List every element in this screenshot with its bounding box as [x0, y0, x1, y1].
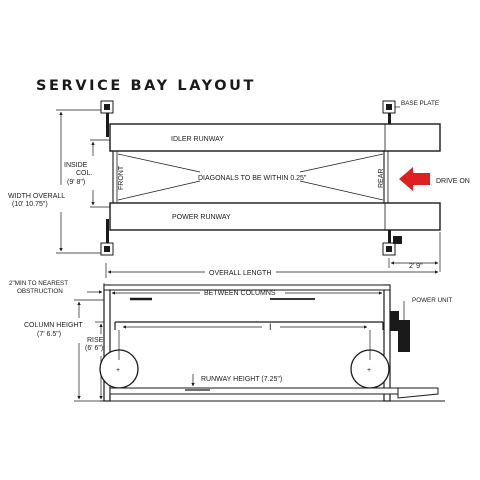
page-title: SERVICE BAY LAYOUT	[36, 78, 256, 94]
top-crossbeam	[103, 284, 391, 291]
power-runway-label: POWER RUNWAY	[172, 214, 231, 221]
column-front-power	[100, 219, 114, 256]
power-runway	[109, 202, 441, 231]
front-label: FRONT	[118, 165, 125, 190]
width-overall-label: WIDTH OVERALL	[8, 193, 65, 200]
rear-label: REAR	[378, 169, 385, 188]
rear-offset-label: 2' 9"	[409, 263, 423, 270]
diagonal-line	[299, 153, 384, 173]
side-view: 2"MIN TO NEAREST OBSTRUCTION COLUMN HEIG…	[9, 280, 452, 402]
power-unit-label: POWER UNIT	[412, 297, 452, 304]
inside-col-label: COL.	[76, 170, 92, 177]
base-plate-label: BASE PLATE	[401, 100, 439, 107]
wheel-center-mark: +	[116, 367, 120, 374]
top-view: WIDTH OVERALL (10' 10.75") INSIDE COL. (…	[8, 100, 470, 278]
drive-on-arrow-icon	[399, 167, 430, 191]
column-rear-power	[382, 219, 402, 256]
drive-on-ramp	[397, 387, 439, 399]
rise-label: RISE	[87, 337, 104, 344]
column-height-value: (7' 6.5")	[37, 331, 61, 338]
diagonals-note: DIAGONALS TO BE WITHIN 0.25"	[198, 175, 307, 182]
diagonal-line	[117, 153, 201, 173]
rise-value: (6' 6")	[85, 345, 103, 352]
diagonal-line	[299, 180, 384, 201]
power-unit-motor	[398, 320, 410, 352]
between-columns-label: BETWEEN COLUMNS	[204, 290, 276, 297]
idler-runway	[109, 123, 441, 152]
inside-col-value: (9' 8")	[67, 179, 85, 186]
power-unit	[390, 311, 399, 331]
diagonal-line	[117, 180, 201, 201]
lowered-runway	[109, 387, 401, 395]
wheel-center-mark: +	[367, 367, 371, 374]
center-mark-label: I	[269, 322, 272, 332]
min-obstruction-label: 2"MIN TO NEAREST	[9, 280, 68, 287]
overall-length-label: OVERALL LENGTH	[209, 270, 271, 277]
rear-column	[383, 284, 391, 402]
runway-height-label: RUNWAY HEIGHT (7.25")	[201, 376, 282, 383]
drive-on-label: DRIVE ON	[436, 178, 470, 185]
column-front-idler	[100, 100, 114, 137]
column-height-label: COLUMN HEIGHT	[24, 322, 83, 329]
idler-runway-label: IDLER RUNWAY	[171, 136, 224, 143]
inside-col-label: INSIDE	[64, 162, 88, 169]
width-overall-value: (10' 10.75")	[12, 201, 48, 208]
min-obstruction-label: OBSTRUCTION	[17, 288, 63, 295]
